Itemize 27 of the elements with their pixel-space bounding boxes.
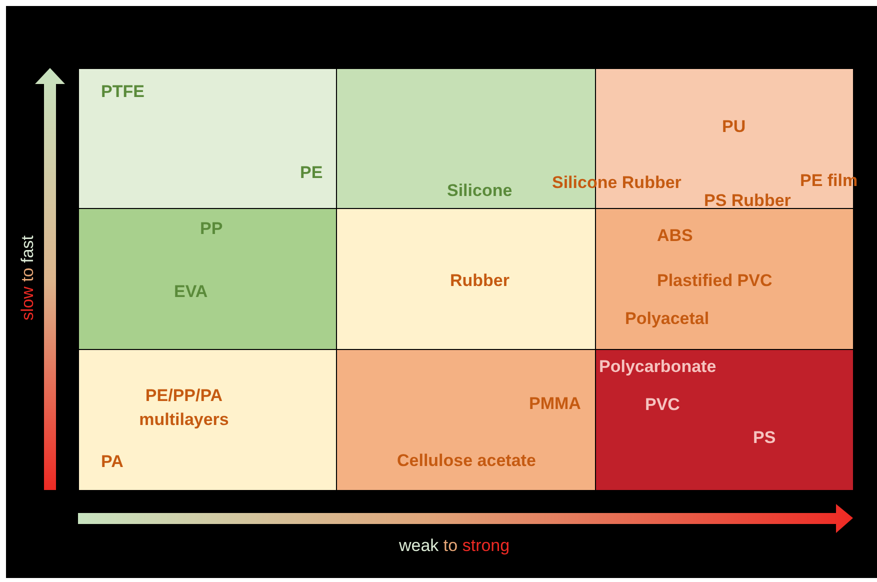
material-label: Rubber <box>450 271 510 291</box>
material-label: Plastified PVC <box>657 271 772 291</box>
matrix-cell <box>78 349 337 491</box>
matrix-cell <box>78 68 337 209</box>
material-label: PMMA <box>529 394 581 414</box>
material-label: PA <box>101 452 124 472</box>
matrix-cell <box>336 349 596 491</box>
material-label: PVC <box>645 395 680 415</box>
matrix-cell <box>595 208 854 350</box>
material-label: EVA <box>174 282 208 302</box>
material-label: Polycarbonate <box>599 357 716 377</box>
material-label: PP <box>200 219 223 239</box>
material-label: Cellulose acetate <box>397 451 536 471</box>
axis-label: weak to strong <box>399 536 510 556</box>
material-label: PTFE <box>101 82 144 102</box>
axis-label: slow to fast <box>18 234 38 323</box>
material-label: Polyacetal <box>625 309 710 329</box>
material-label: PE <box>300 163 323 183</box>
material-label: ABS <box>657 226 693 246</box>
material-label: PU <box>722 117 746 137</box>
material-label: PS Rubber <box>704 191 791 211</box>
matrix-cell <box>78 208 337 350</box>
matrix-cell <box>336 208 596 350</box>
material-label: PE/PP/PA multilayers <box>138 385 230 431</box>
matrix-cell <box>595 349 854 491</box>
material-label: PS <box>753 428 776 448</box>
material-label: Silicone <box>447 181 512 201</box>
